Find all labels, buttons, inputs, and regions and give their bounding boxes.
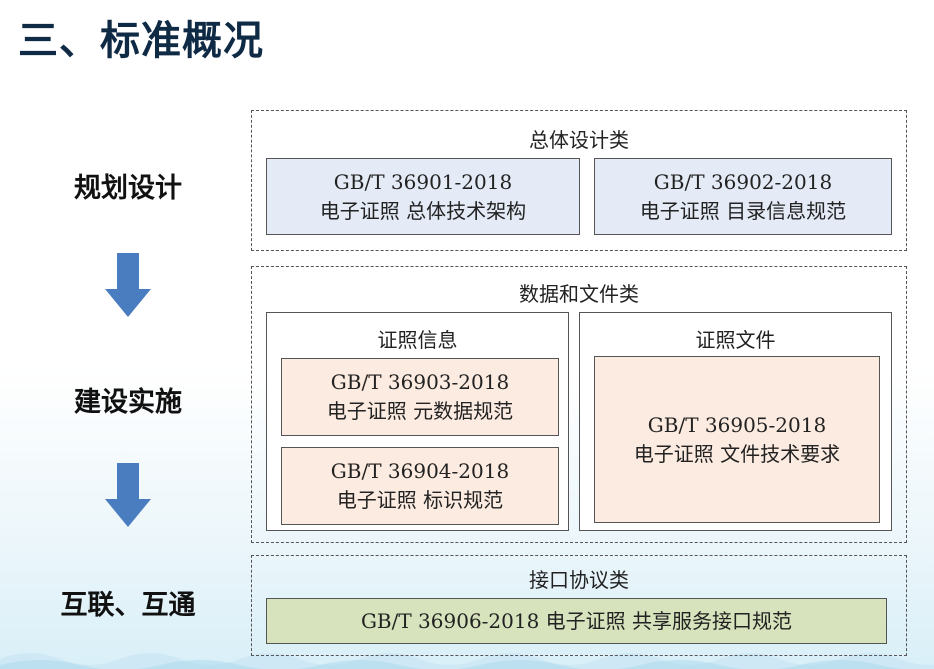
stage-implementation: 建设实施 [28,380,228,419]
down-arrow-icon [103,463,153,529]
standard-36901: GB/T 36901-2018 电子证照 总体技术架构 [266,158,580,235]
down-arrow-icon [103,253,153,319]
standard-code: GB/T 36903-2018 [331,368,509,397]
standard-full: GB/T 36906-2018 电子证照 共享服务接口规范 [361,607,792,636]
standard-name: 电子证照 元数据规范 [327,397,513,426]
stage-planning: 规划设计 [28,166,228,205]
subgroup-license-file-label: 证照文件 [579,324,892,353]
group-interface-label: 接口协议类 [251,564,907,593]
page-title: 三、标准概况 [18,8,264,66]
standard-36906: GB/T 36906-2018 电子证照 共享服务接口规范 [266,598,887,644]
standard-name: 电子证照 标识规范 [337,486,503,515]
group-data-file-label: 数据和文件类 [251,278,907,307]
standard-36905: GB/T 36905-2018 电子证照 文件技术要求 [594,356,880,523]
standard-code: GB/T 36902-2018 [654,168,832,197]
standard-36903: GB/T 36903-2018 电子证照 元数据规范 [281,358,559,436]
stage-interconnection: 互联、互通 [28,583,228,622]
standard-name: 电子证照 目录信息规范 [640,197,846,226]
subgroup-license-info-label: 证照信息 [266,324,569,353]
standard-name: 电子证照 文件技术要求 [634,440,840,469]
group-overall-label: 总体设计类 [251,124,907,153]
standard-36902: GB/T 36902-2018 电子证照 目录信息规范 [594,158,892,235]
standard-code: GB/T 36905-2018 [648,411,826,440]
standard-code: GB/T 36901-2018 [334,168,512,197]
standard-36904: GB/T 36904-2018 电子证照 标识规范 [281,447,559,525]
standard-code: GB/T 36904-2018 [331,457,509,486]
standard-name: 电子证照 总体技术架构 [320,197,526,226]
